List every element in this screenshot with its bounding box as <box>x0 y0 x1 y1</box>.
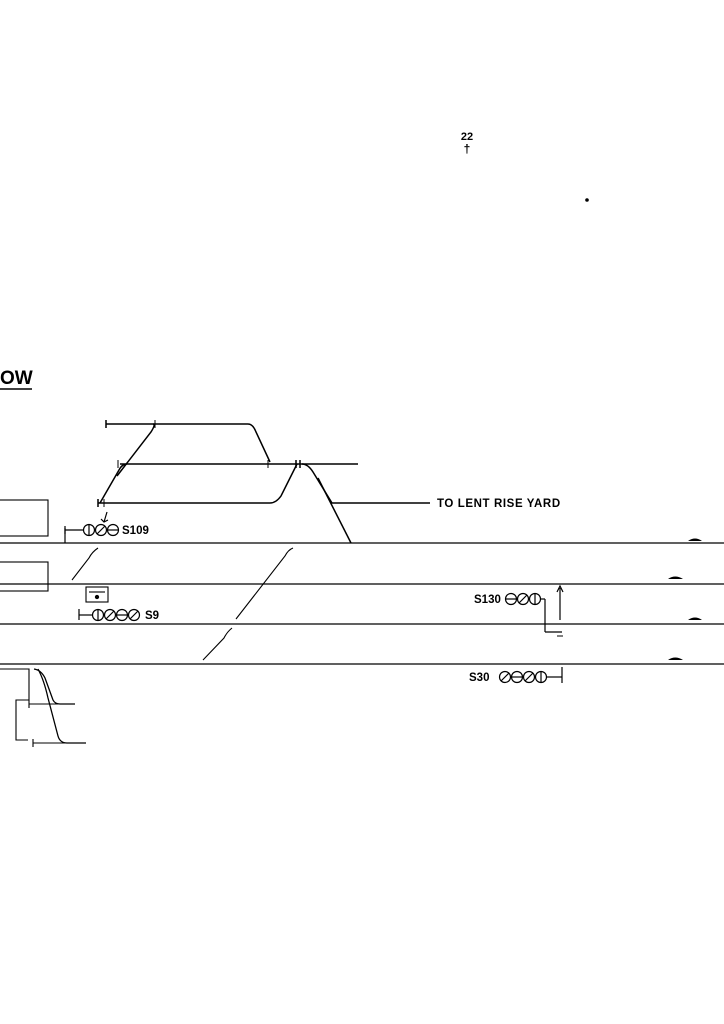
crossovers <box>71 547 294 661</box>
platforms <box>0 499 49 741</box>
upper-siding-right <box>153 423 271 463</box>
page-number-mark: † <box>464 142 471 156</box>
signal-s109 <box>64 511 120 543</box>
signal-s130 <box>504 584 564 637</box>
yard-sidings <box>97 420 430 544</box>
platform-middle <box>0 561 49 592</box>
yard-lead <box>301 463 430 504</box>
main-lines <box>0 542 724 665</box>
marker-line-3 <box>688 617 702 620</box>
station-box <box>85 586 109 603</box>
middle-siding-lead <box>99 463 128 504</box>
marker-line-1 <box>688 538 702 541</box>
diagram-title-fragment: OW <box>0 368 33 389</box>
lower-sidings <box>28 668 86 747</box>
platform-upper <box>0 499 49 537</box>
yard-destination-label: TO LENT RISE YARD <box>437 498 561 510</box>
signal-s30-label: S30 <box>469 672 489 684</box>
yard-crossover <box>317 477 352 544</box>
signal-s30 <box>498 667 563 684</box>
platform-lower <box>0 668 30 741</box>
signal-s130-label: S130 <box>474 594 501 606</box>
crossover-1 <box>71 547 99 581</box>
page-number: 22 <box>461 131 473 143</box>
upper-siding <box>106 423 155 477</box>
signal-s109-label: S109 <box>122 525 149 537</box>
stray-dot <box>585 198 589 202</box>
signal-s9 <box>78 608 141 622</box>
track-markers <box>668 538 702 660</box>
marker-line-4 <box>668 657 683 660</box>
crossover-3 <box>202 627 233 661</box>
crossover-2 <box>235 547 294 620</box>
lower-siding <box>98 463 298 504</box>
signal-s9-label: S9 <box>145 610 159 622</box>
marker-line-2 <box>668 576 683 579</box>
